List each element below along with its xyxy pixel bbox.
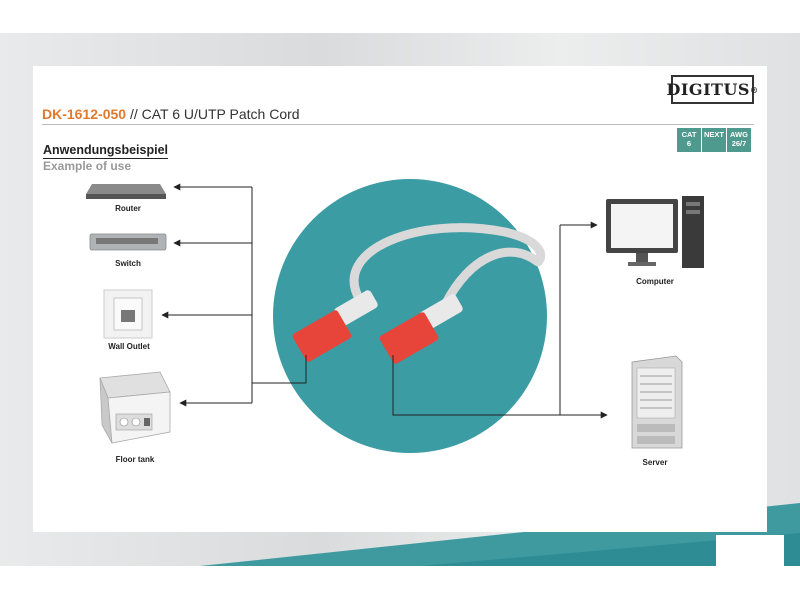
heading-german: Anwendungsbeispiel	[43, 143, 169, 159]
badge-awg-line2: 26/7	[731, 139, 747, 148]
wall-outlet-icon	[103, 289, 153, 339]
logo-text: DIGITUS	[666, 80, 750, 99]
label-floor-tank: Floor tank	[115, 455, 155, 464]
switch-icon	[89, 233, 167, 251]
registered-mark: ®	[749, 84, 759, 95]
label-switch: Switch	[115, 259, 141, 268]
product-separator: //	[129, 106, 138, 122]
next-badge: NEXT	[702, 128, 726, 152]
heading-english: Example of use	[43, 159, 132, 173]
awg-badge: AWG 26/7	[727, 128, 751, 152]
computer-icon	[606, 196, 704, 268]
badge-cat-line1: CAT	[681, 130, 697, 139]
cat6-badge: CAT 6	[677, 128, 701, 152]
header-divider	[42, 124, 754, 125]
label-wall-outlet: Wall Outlet	[108, 342, 150, 351]
product-name: CAT 6 U/UTP Patch Cord	[141, 106, 300, 122]
product-code: DK-1612-050	[42, 106, 127, 122]
router-icon	[86, 184, 166, 199]
corner-block	[716, 535, 784, 566]
label-computer: Computer	[636, 277, 674, 286]
product-title: DK-1612-050 // CAT 6 U/UTP Patch Cord	[42, 106, 300, 122]
server-icon	[631, 355, 683, 449]
bottom-strip	[0, 566, 800, 600]
right-connection-lines	[392, 221, 608, 419]
label-server: Server	[642, 458, 668, 467]
floor-tank-icon	[99, 371, 171, 444]
label-router: Router	[115, 204, 141, 213]
teal-circle	[273, 179, 547, 453]
left-connection-lines	[161, 183, 307, 407]
patch-cable-icon	[292, 223, 546, 364]
badge-awg-line1: AWG	[730, 130, 748, 139]
badge-next-line1: NEXT	[703, 130, 724, 139]
digitus-logo: DIGITUS®	[667, 75, 758, 104]
badge-cat-line2: 6	[686, 139, 692, 148]
